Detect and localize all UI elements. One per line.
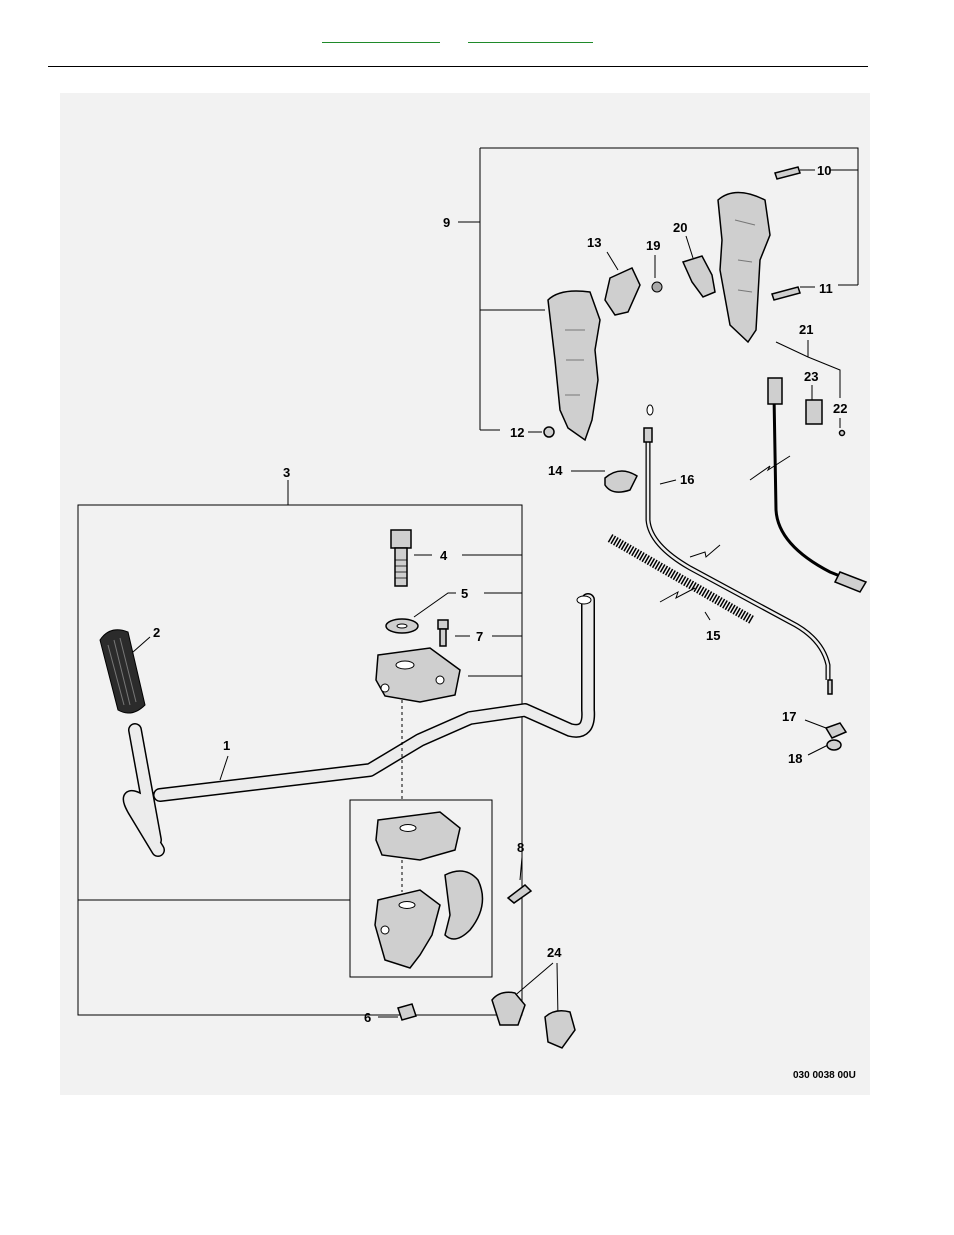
callout-17: 17	[782, 709, 796, 724]
cable-clip	[604, 470, 638, 493]
callout-10: 10	[817, 163, 831, 178]
throttle-cable	[643, 404, 831, 680]
callout-5: 5	[461, 586, 468, 601]
throttle-handle-right	[717, 191, 771, 344]
callout-6: 6	[364, 1010, 371, 1025]
upper-clamp	[375, 647, 461, 703]
handle-screw-top	[774, 166, 801, 180]
callout-21: 21	[799, 322, 813, 337]
callout-11: 11	[819, 281, 833, 296]
callout-23: 23	[804, 369, 818, 384]
clips-24	[491, 991, 576, 1049]
protective-tube	[607, 534, 755, 624]
drawing-code: 030 0038 00U	[793, 1070, 856, 1081]
callout-18: 18	[788, 751, 802, 766]
callout-24: 24	[547, 945, 562, 960]
nut-17	[824, 722, 848, 739]
callout-20: 20	[673, 220, 687, 235]
grip	[99, 629, 146, 714]
clamp-set	[374, 811, 484, 969]
callout-1: 1	[223, 738, 230, 753]
callout-7: 7	[476, 629, 483, 644]
callout-19: 19	[646, 238, 660, 253]
side-bolt	[506, 884, 533, 904]
break-marks	[659, 455, 791, 603]
stop-switch-wire	[767, 377, 868, 593]
handle-screw-bottom	[771, 286, 801, 301]
top-link-2[interactable]	[468, 38, 593, 43]
callout-22: 22	[833, 401, 847, 416]
cable-end	[827, 679, 833, 695]
lock-lever	[681, 255, 716, 298]
callout-4: 4	[440, 548, 448, 563]
handle-bar	[122, 593, 596, 857]
callout-9: 9	[443, 215, 450, 230]
callout-14: 14	[548, 463, 563, 478]
screw	[437, 619, 449, 647]
callout-8: 8	[517, 840, 524, 855]
callout-13: 13	[587, 235, 601, 250]
callout-labels: 1 2 3 4 5 6 7 8 9 10 11 12 13 14 15 16 1…	[153, 163, 856, 1081]
callout-12: 12	[510, 425, 524, 440]
square-nut	[397, 1003, 417, 1021]
callout-15: 15	[706, 628, 720, 643]
callout-2: 2	[153, 625, 160, 640]
callout-3: 3	[283, 465, 290, 480]
throttle-handle-left	[547, 290, 601, 442]
callout-16: 16	[680, 472, 694, 487]
bolt	[390, 529, 412, 587]
nut-18	[826, 739, 842, 751]
nut-12	[543, 426, 555, 438]
trigger-spring	[651, 281, 663, 293]
washer-hole	[396, 623, 408, 629]
top-link-1[interactable]	[322, 38, 440, 43]
throttle-trigger	[604, 267, 641, 316]
header-divider	[48, 66, 868, 67]
